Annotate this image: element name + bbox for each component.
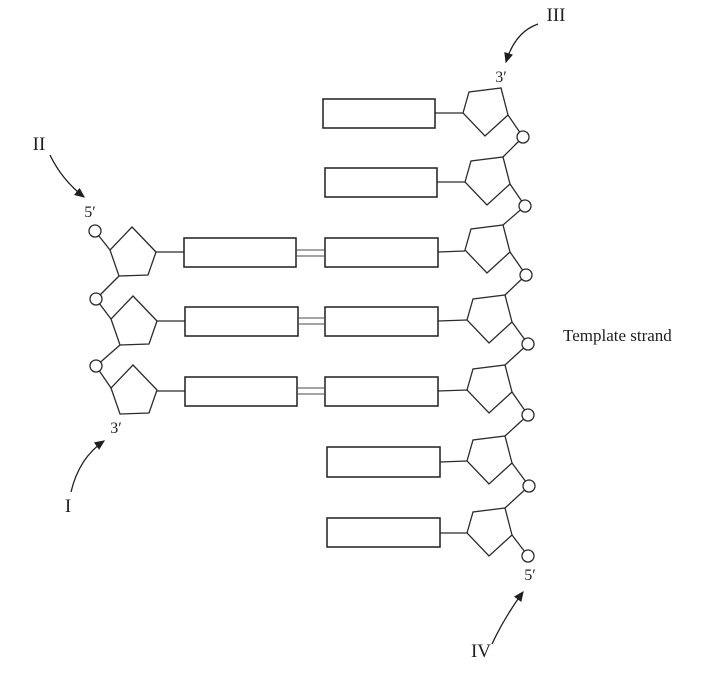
base-sugar-bond <box>437 389 468 392</box>
base-rect <box>326 517 441 548</box>
label-numeral-iii: III <box>547 5 566 26</box>
label-new-strand-5-prime: 5′ <box>84 204 96 221</box>
phosphate-circle <box>522 479 536 493</box>
arrow-to-template-3-prime <box>504 23 539 64</box>
base-rect <box>324 167 438 198</box>
annotation-arrows <box>49 23 539 645</box>
label-numeral-ii: II <box>33 134 46 155</box>
base-rect <box>326 446 441 478</box>
base-rect <box>324 237 439 268</box>
phosphate-circle <box>521 549 535 563</box>
arrow-to-new-strand-3-prime <box>70 440 106 493</box>
base-rect <box>322 98 436 129</box>
sugar-pentagon <box>462 87 509 137</box>
phosphate-circle <box>521 408 535 422</box>
new-strand <box>88 224 299 415</box>
sugar-pentagon <box>464 224 511 274</box>
base-rect <box>184 376 298 407</box>
hydrogen-bonds <box>296 249 325 395</box>
label-numeral-iv: IV <box>471 641 491 662</box>
base-rect <box>324 306 439 337</box>
text-labels: III 3′ II 5′ Template strand 3′ I 5′ IV <box>33 5 673 662</box>
label-template-3-prime: 3′ <box>495 69 507 86</box>
sugar-pentagon <box>110 364 158 415</box>
sugar-pentagon <box>109 226 157 277</box>
label-numeral-i: I <box>65 496 71 517</box>
sugar-pentagon <box>466 435 513 485</box>
arrow-to-new-strand-5-prime <box>49 154 86 198</box>
sugar-pentagon <box>466 364 513 414</box>
base-rect <box>183 237 297 268</box>
phosphate-circle <box>89 292 103 306</box>
sugar-pentagon <box>466 507 513 557</box>
base-sugar-bond <box>437 250 466 253</box>
base-sugar-bond <box>439 460 468 463</box>
sugar-pentagon <box>466 294 513 344</box>
phosphate-circle <box>516 130 530 144</box>
base-rect <box>184 306 299 337</box>
label-new-strand-3-prime: 3′ <box>110 420 122 437</box>
sugar-pentagon <box>110 295 158 346</box>
sugar-pentagon <box>464 156 511 206</box>
base-sugar-bond <box>437 319 468 322</box>
phosphate-circle <box>88 224 102 238</box>
phosphate-circle <box>521 337 535 351</box>
phosphate-circle <box>518 199 532 213</box>
label-template-5-prime: 5′ <box>524 567 536 584</box>
template-strand <box>322 87 536 563</box>
base-rect <box>324 376 439 407</box>
arrow-to-template-5-prime <box>491 590 524 645</box>
phosphate-circle <box>89 359 103 373</box>
phosphate-circle <box>519 268 533 282</box>
label-template-strand: Template strand <box>563 326 672 345</box>
